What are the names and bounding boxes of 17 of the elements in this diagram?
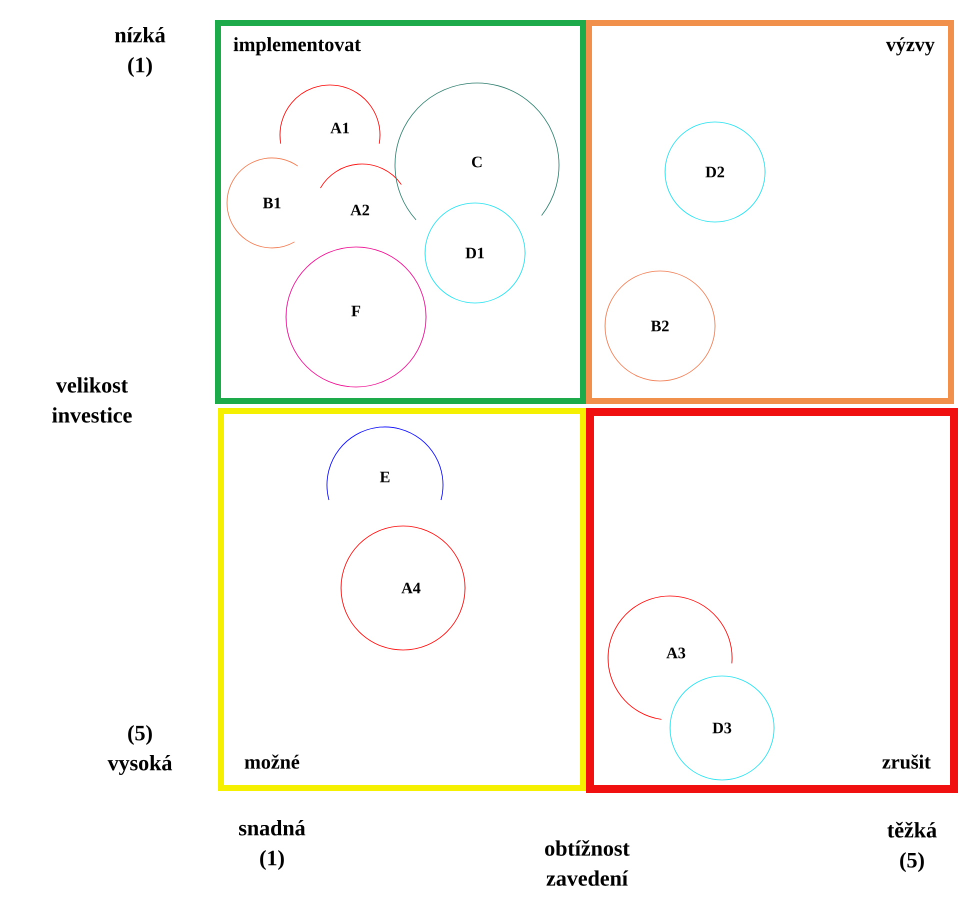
bubble: D2 xyxy=(664,122,766,222)
axis-label: snadná (1) xyxy=(239,820,306,870)
bubble: D3 xyxy=(670,676,774,780)
bubble: B2 xyxy=(604,270,716,382)
axis-label: velikost investice xyxy=(52,377,132,423)
bubble: A3 xyxy=(608,596,732,720)
axis-label: (5) vysoká xyxy=(108,724,172,775)
bubble: F xyxy=(286,246,426,388)
bubble: D1 xyxy=(424,202,526,304)
axis-label: nízká (1) xyxy=(114,27,166,77)
bubble: A1 xyxy=(280,84,380,144)
bubble: C xyxy=(394,82,560,220)
axis-label: těžká (5) xyxy=(887,822,937,872)
axis-label: obtížnost zavedení xyxy=(545,840,630,886)
bubble: A4 xyxy=(340,526,466,650)
bubble: E xyxy=(326,426,444,500)
bubble: B1 xyxy=(226,158,298,248)
